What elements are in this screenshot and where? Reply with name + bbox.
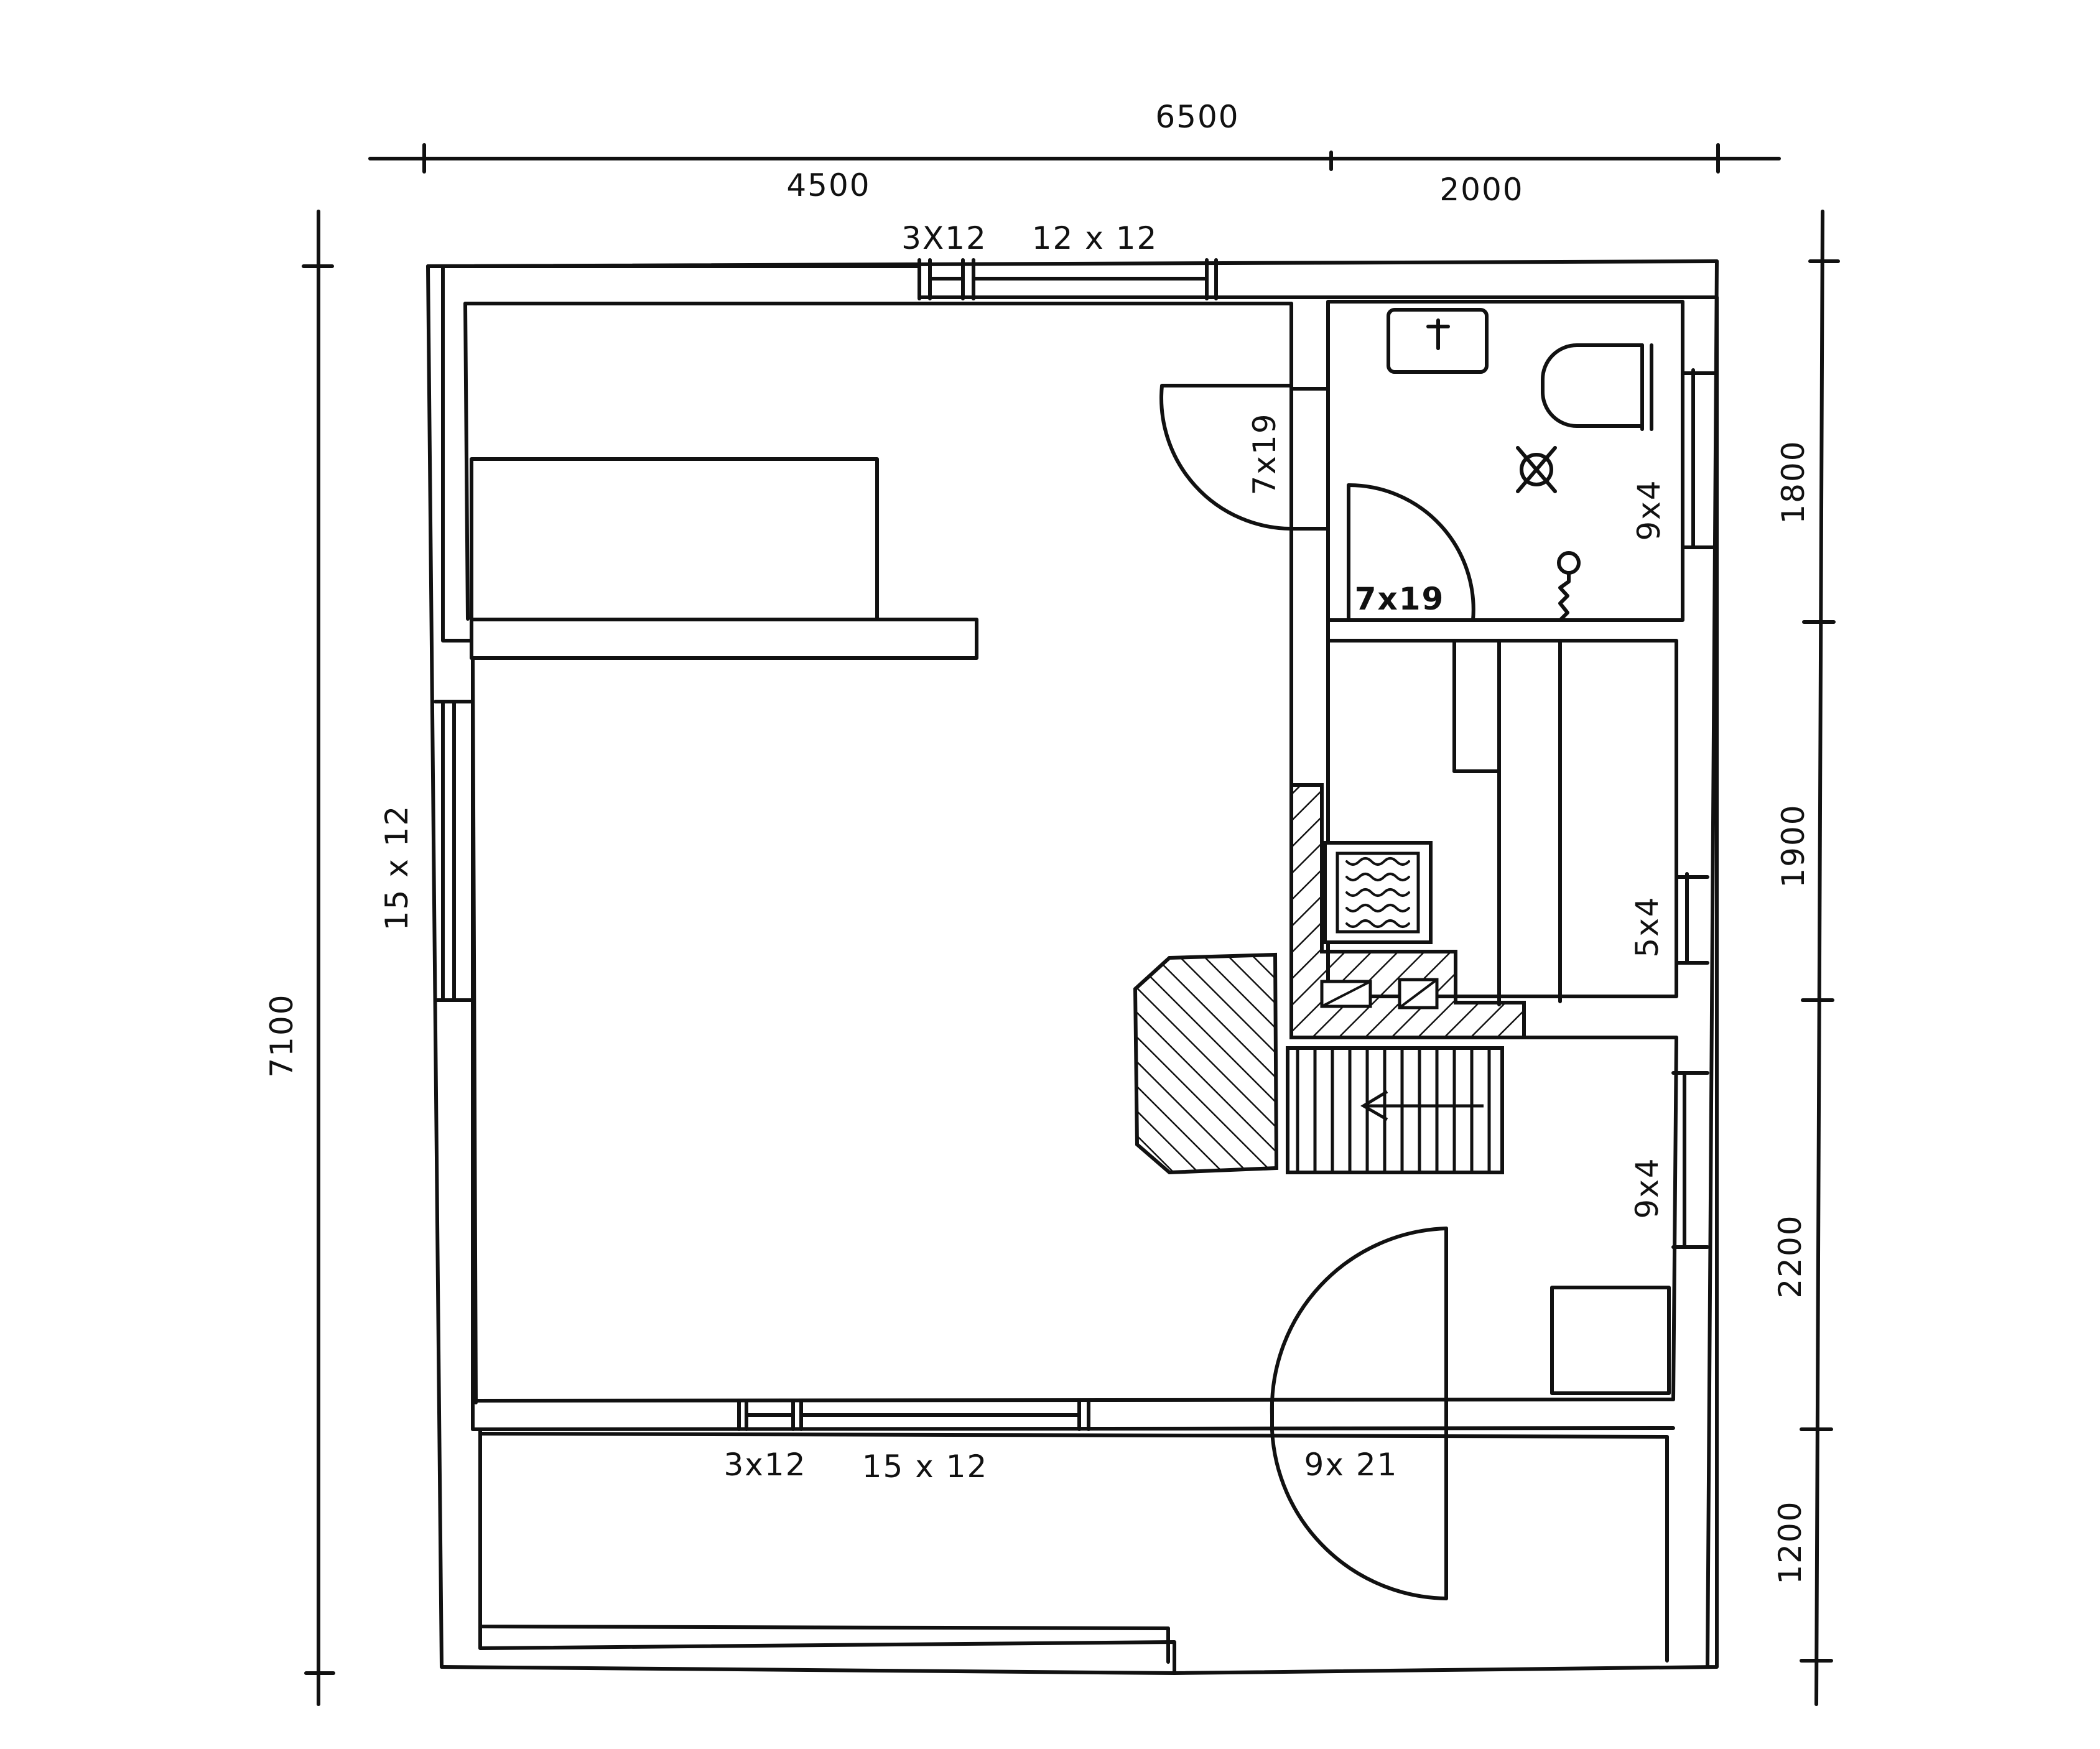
label-top-window-small: 3X12 [901, 220, 987, 256]
dim-right-2: 1900 [1775, 804, 1811, 888]
fireplace-icon [1133, 952, 1279, 1175]
entrance-door-swing [1270, 1227, 1448, 1600]
label-bottom-window-large: 15 x 12 [862, 1449, 988, 1485]
dim-right-3: 2200 [1772, 1214, 1808, 1298]
dim-left-width: 4500 [786, 167, 870, 203]
outer-walls [426, 259, 1719, 1675]
label-top-window-large: 12 x 12 [1032, 220, 1158, 256]
label-bath-inner-door: 7x19 [1355, 581, 1445, 617]
label-bath-door: 7x19 [1247, 412, 1283, 495]
sauna-stove-zone [1289, 783, 1526, 1039]
dim-right-4: 1200 [1772, 1500, 1808, 1584]
sauna-stove-icon [1320, 841, 1439, 1009]
dimension-right [1800, 210, 1840, 1706]
shower-icon [1557, 551, 1581, 621]
sink-icon [1387, 308, 1489, 374]
dim-right-1: 1800 [1775, 440, 1811, 524]
top-window [918, 258, 1218, 300]
left-upper-furniture [470, 457, 978, 660]
toilet-icon [1541, 343, 1653, 431]
dim-total-width: 6500 [1155, 99, 1239, 135]
floor-drain-icon [1516, 446, 1557, 493]
label-bottom-window-small: 3x12 [723, 1447, 806, 1483]
dimension-left [302, 210, 335, 1706]
label-entrance-door: 9x 21 [1304, 1447, 1398, 1483]
dimension-top [368, 143, 1781, 174]
stairs-icon [1286, 1046, 1504, 1174]
left-window [434, 656, 478, 1404]
label-left-window: 15 x 12 [379, 805, 415, 931]
terrace [478, 1432, 1669, 1664]
bath-door-swing [1159, 384, 1293, 531]
bottom-wall [474, 1398, 1675, 1431]
label-bath-window: 9x4 [1631, 479, 1667, 540]
hall-walls [1522, 1036, 1709, 1401]
label-hall-window: 9x4 [1629, 1157, 1665, 1218]
bath-inner-door-swing [1347, 483, 1475, 622]
dim-total-height: 7100 [264, 993, 300, 1077]
partition-wall [1289, 302, 1330, 787]
dim-right-width: 2000 [1439, 172, 1523, 208]
label-sauna-window: 5x4 [1629, 896, 1665, 957]
